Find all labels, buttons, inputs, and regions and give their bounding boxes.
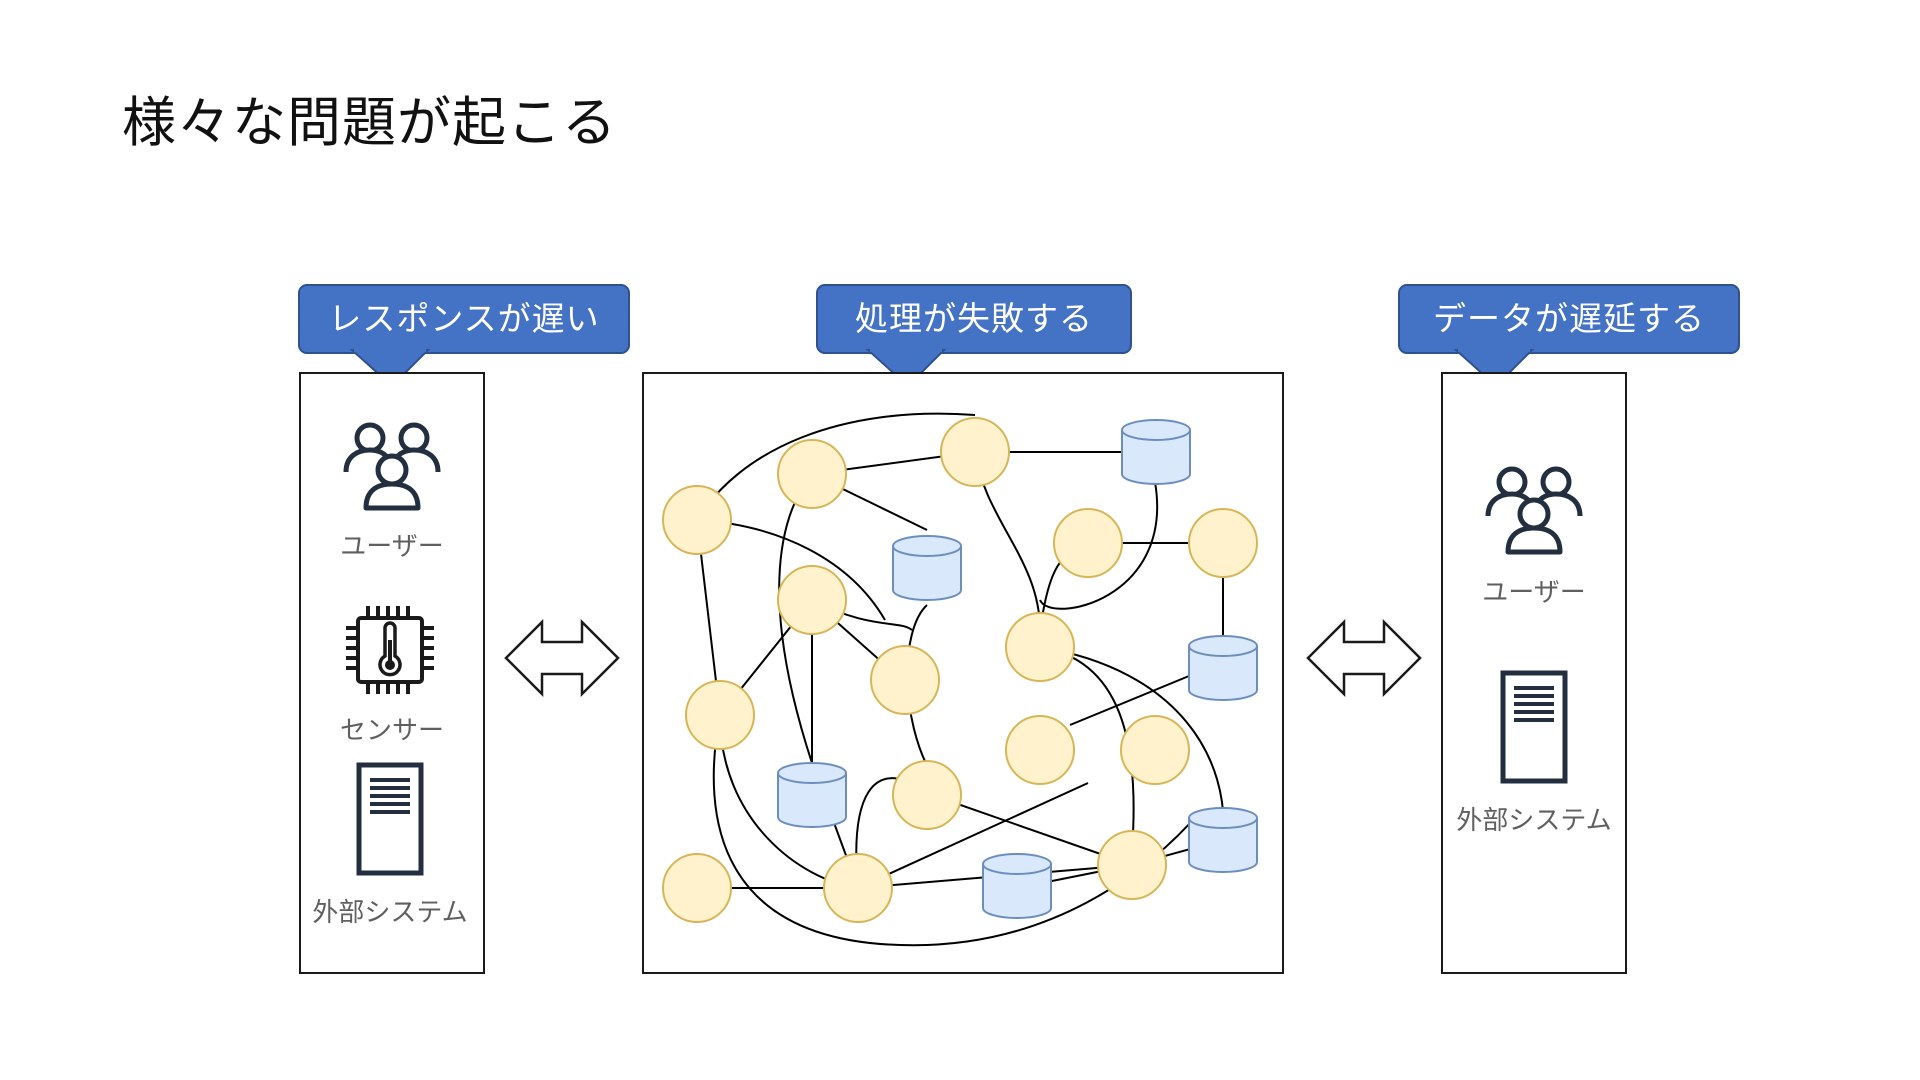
process-node (1120, 715, 1190, 785)
process-node (823, 853, 893, 923)
users-label: ユーザー (1482, 578, 1586, 608)
server-icon (356, 762, 424, 876)
database-node (1121, 419, 1191, 485)
callout-pointer-left (349, 348, 431, 388)
server-icon (1500, 670, 1568, 784)
sensor-label: センサー (339, 716, 445, 746)
process-node (892, 760, 962, 830)
callout-pointer-center (865, 348, 947, 388)
process-node (777, 439, 847, 509)
database-node (1188, 807, 1258, 873)
callout-data-delay: データが遅延する (1398, 284, 1740, 354)
thermometer-chip-icon (346, 606, 434, 694)
process-node (870, 645, 940, 715)
process-node (662, 485, 732, 555)
database-node (892, 535, 962, 601)
process-node (1053, 508, 1123, 578)
slide-title: 様々な問題が起こる (122, 91, 617, 154)
external-system-label: 外部システム (1456, 806, 1612, 836)
users-label: ユーザー (340, 532, 444, 562)
network-edge (931, 794, 1133, 866)
double-arrow-icon (1306, 618, 1422, 698)
users-icon (1485, 466, 1583, 555)
process-node (777, 565, 847, 635)
process-node (1005, 715, 1075, 785)
callout-pointer-right (1453, 348, 1535, 388)
database-node (982, 853, 1052, 919)
database-node (1188, 635, 1258, 701)
users-icon (343, 422, 441, 511)
callout-slow-response: レスポンスが遅い (298, 284, 630, 354)
process-node (1188, 508, 1258, 578)
process-node (662, 853, 732, 923)
process-node (1097, 830, 1167, 900)
network-edge (1039, 481, 1159, 610)
callout-processing-failure: 処理が失敗する (816, 284, 1132, 354)
database-node (777, 762, 847, 828)
process-node (940, 417, 1010, 487)
process-node (685, 680, 755, 750)
process-node (1005, 612, 1075, 682)
double-arrow-icon (504, 618, 620, 698)
external-system-label: 外部システム (312, 898, 468, 928)
